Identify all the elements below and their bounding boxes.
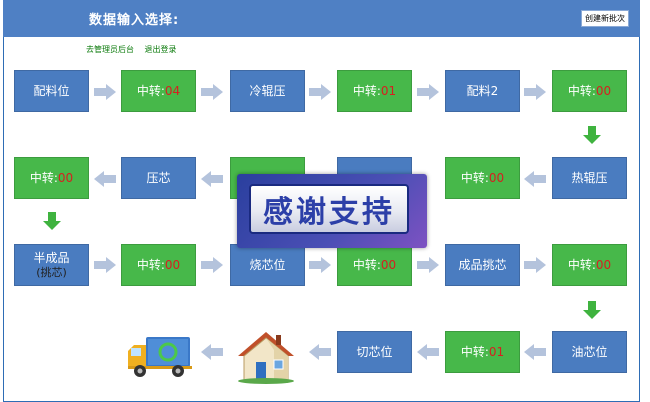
arrow-right-icon (94, 257, 116, 273)
arrow-left-icon (417, 344, 439, 360)
header-bar: 数据输入选择: 创建新批次 (3, 0, 640, 37)
arrow-left-icon (201, 344, 223, 360)
node-label: 切芯位 (356, 344, 393, 359)
arrow-right-icon (417, 84, 439, 100)
arrow-down-icon (583, 301, 601, 319)
arrow-left-icon (201, 171, 223, 187)
thanks-panel: 感谢支持 (249, 184, 409, 234)
transfer-count: 00 (164, 257, 181, 272)
logout-link[interactable]: 退出登录 (144, 45, 177, 54)
node-burn-core[interactable]: 烧芯位 (230, 244, 305, 286)
node-transfer[interactable]: 中转:01 (445, 331, 520, 373)
node-label: 压芯 (146, 170, 171, 185)
node-cold-roll[interactable]: 冷辊压 (230, 70, 305, 112)
transfer-count: 01 (380, 83, 397, 98)
node-label: 中转: (136, 257, 165, 272)
transfer-count: 00 (488, 170, 505, 185)
node-label: 冷辊压 (249, 83, 286, 98)
arrow-left-icon (524, 344, 546, 360)
node-label: 中转: (352, 257, 381, 272)
node-transfer[interactable]: 中转:00 (121, 244, 196, 286)
transfer-count: 00 (380, 257, 397, 272)
node-batching[interactable]: 配料位 (14, 70, 89, 112)
node-transfer[interactable]: 中转:01 (337, 70, 412, 112)
arrow-right-icon (201, 84, 223, 100)
node-transfer[interactable]: 中转:04 (121, 70, 196, 112)
node-label: 半成品 (33, 251, 70, 266)
transfer-count: 01 (488, 344, 505, 359)
arrow-right-icon (309, 257, 331, 273)
node-label: 中转: (136, 83, 165, 98)
arrow-down-icon (43, 212, 61, 230)
arrow-right-icon (524, 257, 546, 273)
arrow-right-icon (417, 257, 439, 273)
create-new-batch-button[interactable]: 创建新批次 (581, 10, 629, 27)
arrow-left-icon (524, 171, 546, 187)
arrow-left-icon (309, 344, 331, 360)
node-label: 热辊压 (571, 170, 608, 185)
node-label: 配料位 (33, 83, 70, 98)
house-icon[interactable] (236, 330, 296, 384)
node-label: 中转: (567, 257, 596, 272)
node-press-core[interactable]: 压芯 (121, 157, 196, 199)
node-hot-roll[interactable]: 热辊压 (552, 157, 627, 199)
node-label: 烧芯位 (249, 257, 286, 272)
node-label: 成品挑芯 (458, 257, 507, 272)
top-links: 去管理员后台 退出登录 (86, 44, 185, 55)
arrow-left-icon (94, 171, 116, 187)
truck-icon[interactable] (126, 333, 194, 379)
node-label: 中转: (460, 344, 489, 359)
arrow-down-icon (583, 126, 601, 144)
node-transfer[interactable]: 中转:00 (337, 244, 412, 286)
admin-link[interactable]: 去管理员后台 (86, 45, 134, 54)
arrow-right-icon (309, 84, 331, 100)
arrow-right-icon (94, 84, 116, 100)
node-label: 中转: (567, 83, 596, 98)
node-batching-2[interactable]: 配料2 (445, 70, 520, 112)
node-cut-core[interactable]: 切芯位 (337, 331, 412, 373)
transfer-count: 00 (57, 170, 74, 185)
arrow-right-icon (201, 257, 223, 273)
node-transfer[interactable]: 中转:00 (14, 157, 89, 199)
node-transfer[interactable]: 中转:00 (445, 157, 520, 199)
node-label: 油芯位 (571, 344, 608, 359)
node-transfer[interactable]: 中转:00 (552, 70, 627, 112)
node-label: 中转: (29, 170, 58, 185)
node-label: 中转: (352, 83, 381, 98)
node-transfer[interactable]: 中转:00 (552, 244, 627, 286)
node-label: 中转: (460, 170, 489, 185)
transfer-count: 00 (595, 83, 612, 98)
transfer-count: 04 (164, 83, 181, 98)
node-label: 配料2 (466, 83, 499, 98)
node-sublabel: (挑芯) (36, 265, 67, 279)
node-finished-pick[interactable]: 成品挑芯 (445, 244, 520, 286)
arrow-right-icon (524, 84, 546, 100)
node-semi-finished[interactable]: 半成品(挑芯) (14, 244, 89, 286)
node-oil-core[interactable]: 油芯位 (552, 331, 627, 373)
thanks-text: 感谢支持 (263, 195, 395, 230)
transfer-count: 00 (595, 257, 612, 272)
page-title: 数据输入选择: (89, 13, 180, 28)
thanks-overlay[interactable]: 感谢支持 (237, 174, 427, 248)
